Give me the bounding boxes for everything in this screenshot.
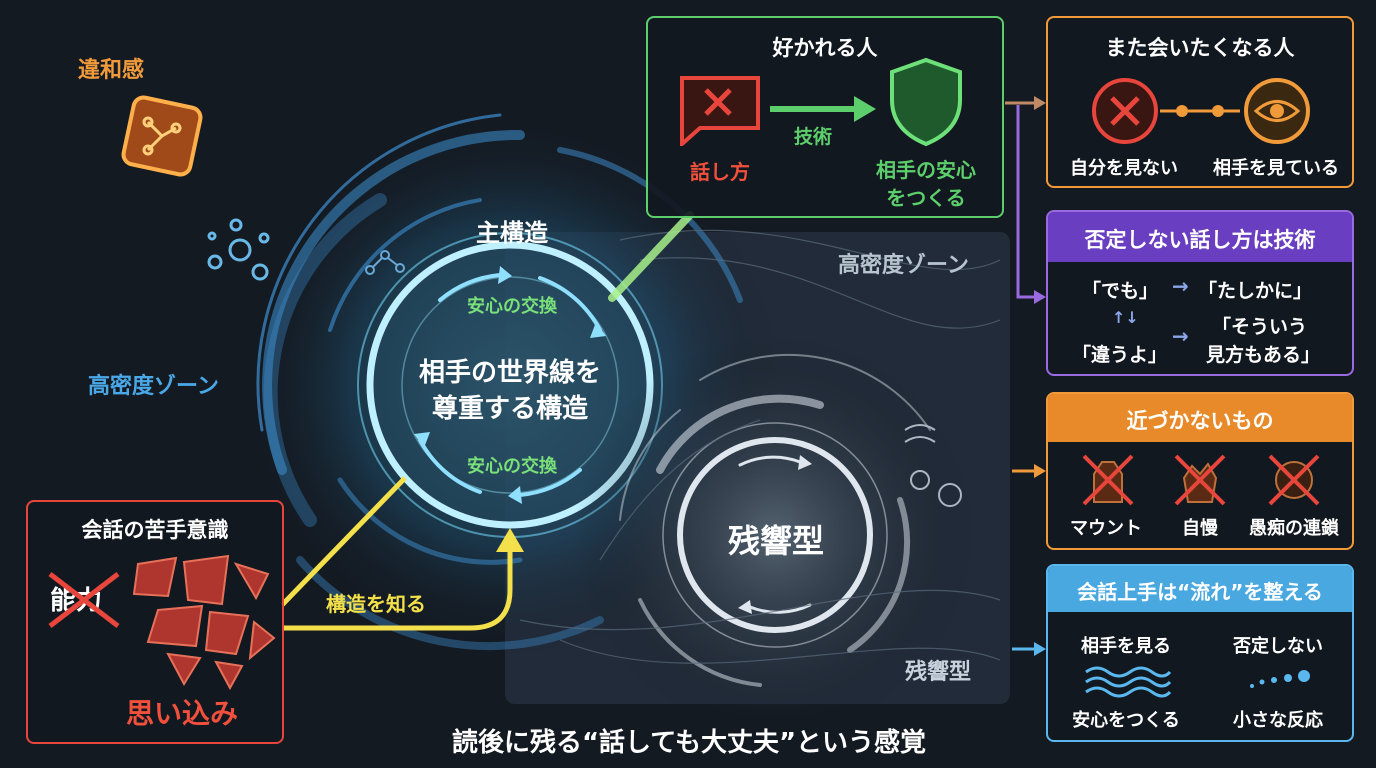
no-deny-row1-from: 「でも」 <box>1082 280 1159 302</box>
avoid-item-2: 自慢 <box>1182 518 1218 539</box>
flow-item-2: 否定しない <box>1233 636 1323 657</box>
x-message-icon <box>680 76 760 146</box>
no-deny-swap: ↑↓ <box>1112 308 1139 327</box>
network-icon <box>365 250 405 275</box>
weakness-belief: 思い込み <box>125 697 239 730</box>
exchange-top: 安心の交換 <box>467 296 557 317</box>
yellow-arrowhead <box>496 528 524 552</box>
flow-box: 会話上手は“流れ”を整える 相手を見る 否定しない 安心をつくる 小さな反応 <box>1046 564 1354 742</box>
echo-glow <box>575 335 975 735</box>
flow-item-1: 相手を見る <box>1081 636 1171 657</box>
avoid-icon-3 <box>1268 454 1320 506</box>
dense-zone-label: 高密度ゾーン <box>838 253 969 278</box>
right-connectors <box>1005 96 1046 656</box>
main-outer-rings <box>256 113 743 651</box>
meet-again-box: また会いたくなる人 自分を見ない 相手を見ている <box>1046 16 1354 188</box>
flow-item-3: 安心をつくる <box>1072 710 1180 731</box>
no-deny-arrow2: → <box>1172 324 1189 348</box>
gear-icon <box>910 470 962 507</box>
liked-from: 話し方 <box>690 160 750 184</box>
yellow-path <box>280 476 407 607</box>
cross-mark-icon <box>48 572 120 628</box>
avoid-icon-2 <box>1174 454 1226 506</box>
eye-icon <box>1244 78 1310 144</box>
signal-icon <box>904 424 936 443</box>
no-deny-header <box>1048 212 1352 262</box>
meet-again-right: 相手を見ている <box>1213 158 1339 179</box>
flow-title: 会話上手は“流れ”を整える <box>1077 580 1323 604</box>
no-deny-title: 否定しない話し方は技術 <box>1084 228 1316 252</box>
chip-icon <box>121 95 203 177</box>
avoid-title: 近づかないもの <box>1126 409 1274 433</box>
flow-header <box>1048 566 1352 612</box>
footer-text: 読後に残る“話しても大丈夫”という感覚 <box>451 728 927 758</box>
no-deny-box: 否定しない話し方は技術 「でも」 → 「たしかに」 ↑↓ 「違うよ」 → 「そう… <box>1046 210 1354 376</box>
exchange-arrowheads <box>414 266 606 504</box>
left-zone-label: 高密度ゾーン <box>88 374 219 399</box>
avoid-box: 近づかないもの マウント 自慢 愚痴の連鎖 <box>1046 392 1354 550</box>
no-deny-row2-to-line2: 見方もある」 <box>1206 344 1321 366</box>
avoid-icon-1 <box>1082 454 1134 506</box>
no-deny-row2-to-line1: 「そういう <box>1212 316 1308 338</box>
wave-icon <box>1085 666 1172 698</box>
main-title: 主構造 <box>476 219 548 247</box>
avoid-item-3: 愚痴の連鎖 <box>1249 518 1339 539</box>
main-center-line1: 相手の世界線を <box>418 358 602 388</box>
green-connector <box>608 211 694 302</box>
meet-again-left: 自分を見ない <box>1070 158 1178 179</box>
liked-box: 好かれる人 技術 話し方 相手の安心 をつくる <box>646 16 1004 218</box>
link-connector <box>1160 105 1240 117</box>
weakness-title: 会話の苦手意識 <box>81 518 229 542</box>
echo-corner-label: 残響型 <box>905 660 972 685</box>
liked-to-line1: 相手の安心 <box>876 158 976 182</box>
no-deny-arrow1: → <box>1172 274 1189 298</box>
echo-center-label: 残響型 <box>727 522 825 560</box>
no-deny-row1-to: 「たしかに」 <box>1198 280 1313 302</box>
avoid-item-1: マウント <box>1070 518 1142 539</box>
exchange-bottom: 安心の交換 <box>467 456 557 477</box>
liked-title: 好かれる人 <box>772 36 878 60</box>
weakness-box: 会話の苦手意識 能力 思い込み <box>26 500 284 744</box>
x-circle-icon <box>1092 78 1158 144</box>
arrow-right-icon <box>770 96 876 122</box>
liked-arrow-label: 技術 <box>794 126 833 148</box>
dots-icon <box>1250 670 1310 688</box>
no-deny-row2-from: 「違うよ」 <box>1072 344 1168 366</box>
top-left-label: 違和感 <box>78 58 145 83</box>
avoid-header <box>1048 394 1352 442</box>
meet-again-title: また会いたくなる人 <box>1105 36 1295 60</box>
shield-icon <box>890 57 962 147</box>
flow-item-4: 小さな反応 <box>1233 710 1323 731</box>
bubbles-icon <box>207 218 270 281</box>
shattered-icon <box>132 554 276 691</box>
echo-rings <box>619 353 931 687</box>
path-label: 構造を知る <box>326 592 426 616</box>
liked-to-line2: をつくる <box>886 186 966 210</box>
flow-lines <box>519 229 1001 664</box>
main-center-line2: 尊重する構造 <box>431 394 589 424</box>
echo-arrows <box>738 455 812 614</box>
